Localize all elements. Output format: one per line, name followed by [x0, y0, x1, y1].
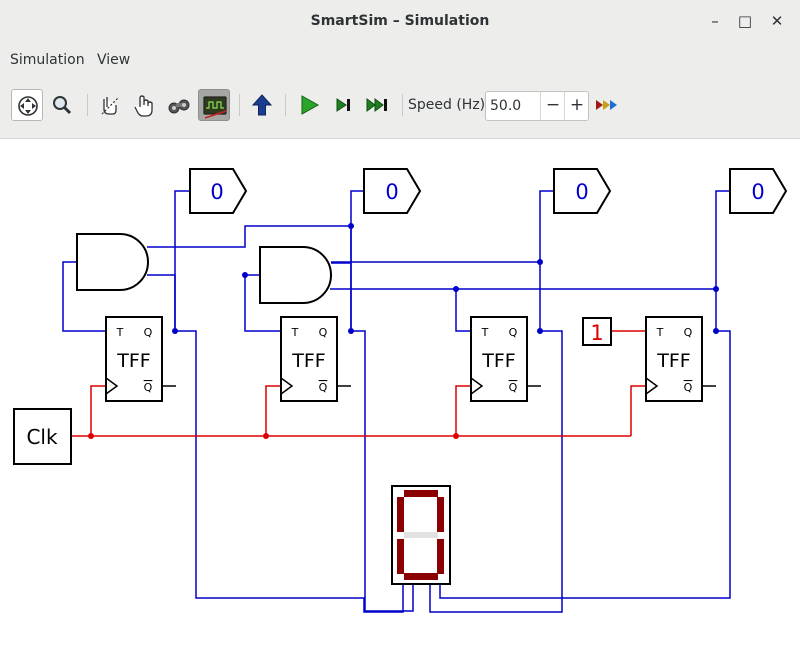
tff-t-label: T	[116, 326, 124, 339]
wire-junctions	[172, 223, 719, 334]
constant-value: 1	[590, 321, 603, 345]
menu-view[interactable]: View	[97, 52, 131, 68]
tff-label: TFF	[656, 350, 690, 372]
output-value: 0	[575, 180, 588, 204]
step-icon	[336, 98, 350, 112]
segment-c	[437, 539, 444, 574]
minimize-button[interactable]: –	[711, 12, 719, 30]
speed-spinbox: − +	[485, 91, 589, 121]
step-button[interactable]	[327, 89, 359, 121]
binoculars-icon	[168, 99, 190, 114]
window-title: SmartSim – Simulation	[310, 13, 490, 29]
fast-step-icon	[366, 98, 387, 112]
simulation-mode-button[interactable]	[198, 89, 230, 121]
and-gate-1[interactable]	[76, 233, 149, 291]
tff-label: TFF	[291, 350, 325, 372]
pan-icon	[18, 96, 38, 116]
menu-simulation[interactable]: Simulation	[10, 52, 85, 68]
oscilloscope-icon	[203, 96, 227, 119]
maximize-button[interactable]: □	[737, 12, 753, 30]
output-pin-2[interactable]: 0	[363, 168, 422, 214]
constant-input[interactable]: 1	[582, 317, 612, 346]
tff-q-label: Q	[144, 326, 153, 339]
tff-4[interactable]: T Q TFF Q	[645, 316, 716, 402]
close-button[interactable]: ✕	[770, 12, 784, 30]
speed-decrement-button[interactable]: −	[540, 92, 565, 120]
output-value: 0	[385, 180, 398, 204]
seven-segment-display	[391, 485, 451, 585]
toolbar-separator	[402, 94, 403, 116]
tff-q-label: Q	[319, 326, 328, 339]
tff-t-label: T	[481, 326, 489, 339]
tff-2[interactable]: T Q TFF Q	[280, 316, 351, 402]
tff-qbar-label: Q	[319, 381, 328, 394]
play-icon	[301, 95, 320, 115]
clock-wires	[71, 330, 646, 437]
tff-q-label: Q	[684, 326, 693, 339]
circuit-canvas[interactable]: T Q TFF Q T Q TFF Q T Q TFF Q T Q TFF Q …	[0, 139, 800, 646]
tff-3[interactable]: T Q TFF Q	[470, 316, 541, 402]
speed-input[interactable]	[490, 97, 540, 115]
hand-pointer-icon	[134, 95, 153, 117]
segment-f	[397, 497, 404, 532]
clock-source[interactable]: Clk	[13, 408, 72, 465]
segment-b	[437, 497, 444, 532]
speed-icon	[596, 100, 617, 110]
tff-q-label: Q	[509, 326, 518, 339]
tff-1[interactable]: T Q TFF Q	[105, 316, 176, 402]
tff-t-label: T	[291, 326, 299, 339]
magnifier-icon	[53, 96, 72, 115]
segment-g	[404, 532, 438, 538]
tff-label: TFF	[116, 350, 150, 372]
run-fast-button[interactable]	[592, 89, 624, 121]
multi-step-button[interactable]	[362, 89, 394, 121]
wire-tool-button[interactable]	[94, 89, 126, 121]
output-pin-1[interactable]: 0	[189, 168, 248, 214]
clock-label: Clk	[26, 425, 58, 449]
tff-t-label: T	[656, 326, 664, 339]
tff-qbar-label: Q	[509, 381, 518, 394]
arrow-up-icon	[251, 94, 273, 116]
zoom-tool-button[interactable]	[46, 89, 78, 121]
segment-e	[397, 539, 404, 574]
menu-bar: Simulation View	[0, 44, 800, 76]
interact-tool-button[interactable]	[128, 89, 160, 121]
tff-qbar-label: Q	[684, 381, 693, 394]
signal-wires	[62, 190, 731, 613]
segment-a	[404, 490, 438, 497]
title-bar: SmartSim – Simulation – □ ✕	[0, 0, 800, 44]
toolbar-separator	[285, 94, 286, 116]
tff-qbar-label: Q	[144, 381, 153, 394]
output-pin-4[interactable]: 0	[729, 168, 788, 214]
toolbar-separator	[87, 94, 88, 116]
pan-tool-button[interactable]	[11, 89, 43, 121]
clock-junctions	[88, 433, 459, 439]
run-button[interactable]	[293, 89, 325, 121]
tff-label: TFF	[481, 350, 515, 372]
hand-wire-icon	[101, 96, 120, 115]
output-pin-3[interactable]: 0	[553, 168, 612, 214]
and-gate-2[interactable]	[259, 246, 332, 304]
reset-button[interactable]	[246, 89, 278, 121]
output-value: 0	[210, 180, 223, 204]
speed-increment-button[interactable]: +	[564, 92, 589, 120]
toolbar-separator	[239, 94, 240, 116]
probe-tool-button[interactable]	[163, 89, 195, 121]
output-value: 0	[751, 180, 764, 204]
speed-label: Speed (Hz):	[408, 97, 490, 113]
segment-d	[404, 573, 438, 580]
toolbar	[0, 76, 800, 139]
